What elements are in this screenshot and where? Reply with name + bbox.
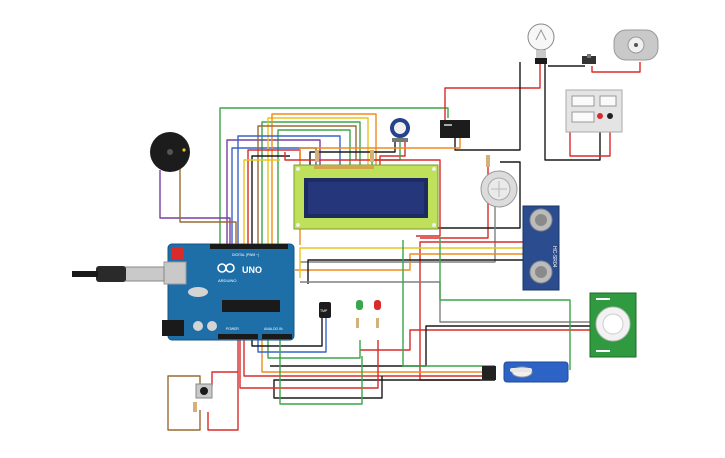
wire-pir-black [270,325,590,367]
bulb-icon[interactable] [527,23,555,64]
wire-gas-black [408,161,521,229]
wire-btn-brown [167,375,201,431]
wire-pir-red [360,329,590,351]
wire-purple-a [226,139,321,245]
wire-yellow-a [267,117,369,245]
wire-tmp-black [251,318,323,347]
wire-pir-gray [300,281,590,323]
wire-red-lcd [284,152,441,237]
dc-motor-icon[interactable] [613,29,659,61]
relay-icon[interactable] [440,120,470,138]
wire-led-red [239,340,379,389]
wire-buzzer-purple [159,170,231,245]
wire-green-right [439,238,571,370]
wire-green-a [261,121,361,245]
arduino-analog-label: ANALOG IN [264,327,283,331]
arduino-power-label: POWER [226,327,239,331]
wire-brown-a [257,125,357,245]
wire-gas-gray [300,206,496,263]
resistor-icon [315,150,490,167]
ultrasonic-label: HC-SR04 [551,246,557,268]
wire-servo-green [402,240,495,367]
arduino-uno-board: ARDUINO UNO DIGITAL (PWM ~) POWER ANALOG… [162,243,295,341]
pir-sensor [589,292,637,358]
servo-icon[interactable] [482,361,569,383]
potentiometer-icon[interactable] [390,118,410,142]
wire-yellow-b [243,159,280,245]
wire-green-top [219,107,449,245]
wire-us-yellow [299,247,525,278]
ultrasonic-sensor: HC-SR04 [522,205,560,291]
pushbutton-icon[interactable] [193,383,213,412]
temp-sensor-label: TMP [320,309,328,313]
wire-servo-red [243,340,495,377]
wire-black-a [251,155,290,245]
gas-sensor [480,170,518,208]
wire-us-orange [295,253,525,271]
wire-relay-red [444,62,541,128]
usb-cable-icon [72,266,165,282]
wire-pot-black [309,140,396,168]
wire-us-black [307,259,525,284]
switch-icon[interactable] [582,54,596,64]
temp-sensor-icon: TMP [319,302,331,318]
arduino-name: UNO [242,265,262,275]
wire-buzzer-brown [179,166,237,245]
arduino-digital-header-label: DIGITAL (PWM ~) [232,253,259,257]
power-header [218,334,292,339]
wire-ps-black [544,62,601,161]
lcd-module [293,164,439,230]
wire-led-green [267,340,361,359]
led-icon [356,300,381,328]
wire-pot-red [379,140,406,168]
wire-btn-red [207,371,239,431]
wire-servo-orange [261,340,495,373]
arduino-brand: ARDUINO [218,278,236,283]
wire-green-long [279,340,363,405]
wire-motor-red [591,62,641,73]
wire-servo-black [273,376,495,399]
wire-red-a [247,149,301,245]
wire-orange-a [271,113,377,245]
lcd-pins [314,166,374,169]
power-supply-icon [565,89,623,133]
wire-relay-black [454,62,521,151]
wire-green-b [277,129,351,245]
wire-ps-red [569,128,611,157]
digital-header [210,244,288,249]
buzzer-icon[interactable] [150,132,190,172]
